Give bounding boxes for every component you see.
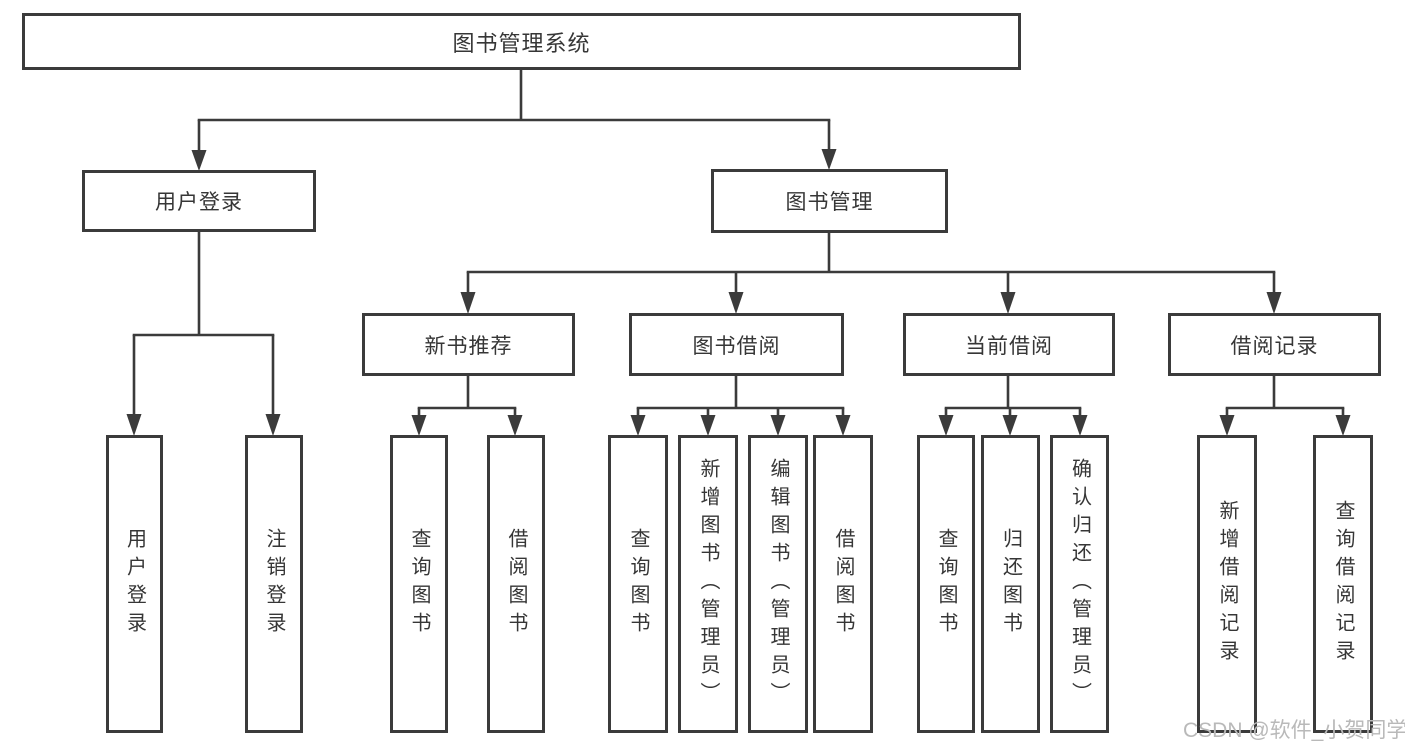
leaf-logout: 注销登录 [245, 435, 303, 733]
leaf-edit-books-admin: 编辑图书（管理员） [748, 435, 808, 733]
leaf-edit-books-admin-label: 编辑图书（管理员） [767, 458, 789, 710]
node-book-borrow-label: 图书借阅 [692, 334, 781, 358]
connector-new-book-rec-to-children [411, 376, 523, 436]
connector-book-mgmt-to-level3 [460, 233, 1282, 314]
node-root-label: 图书管理系统 [452, 30, 591, 56]
leaf-confirm-return-admin: 确认归还（管理员） [1050, 435, 1109, 733]
node-borrow-record-label: 借阅记录 [1230, 334, 1319, 358]
node-new-book-recommend-label: 新书推荐 [424, 334, 513, 358]
leaf-add-borrow-record-label: 新增借阅记录 [1216, 500, 1238, 668]
leaf-rec-query-books: 查询图书 [390, 435, 448, 733]
connector-borrow-record-to-children [1219, 376, 1351, 436]
leaf-rec-borrow-books: 借阅图书 [487, 435, 545, 733]
leaf-user-login: 用户登录 [106, 435, 163, 733]
leaf-add-borrow-record: 新增借阅记录 [1197, 435, 1257, 733]
leaf-return-books-label: 归还图书 [999, 528, 1022, 640]
node-user-login: 用户登录 [82, 170, 316, 232]
leaf-borrow-query-books-label: 查询图书 [627, 528, 649, 640]
leaf-rec-query-books-label: 查询图书 [408, 528, 430, 640]
node-new-book-recommend: 新书推荐 [362, 313, 575, 376]
leaf-current-query-books-label: 查询图书 [935, 528, 957, 640]
node-borrow-record: 借阅记录 [1168, 313, 1381, 376]
connector-user-login-to-children [126, 231, 281, 436]
node-book-borrow: 图书借阅 [629, 313, 844, 376]
leaf-borrow-books: 借阅图书 [813, 435, 873, 733]
leaf-confirm-return-admin-label: 确认归还（管理员） [1068, 458, 1091, 710]
leaf-add-books-admin: 新增图书（管理员） [678, 435, 738, 733]
leaf-query-borrow-record-label: 查询借阅记录 [1332, 500, 1354, 668]
node-user-login-label: 用户登录 [155, 191, 243, 214]
leaf-rec-borrow-books-label: 借阅图书 [505, 528, 527, 640]
connector-root-to-level2 [191, 68, 837, 171]
leaf-borrow-books-label: 借阅图书 [832, 528, 854, 640]
leaf-user-login-label: 用户登录 [123, 528, 146, 640]
node-current-borrow-label: 当前借阅 [965, 334, 1053, 358]
watermark: CSDN @软件_小贺同学 [1183, 719, 1405, 742]
node-book-mgmt: 图书管理 [711, 169, 948, 233]
node-current-borrow: 当前借阅 [903, 313, 1115, 376]
connector-book-borrow-to-children [630, 376, 851, 436]
node-root: 图书管理系统 [22, 13, 1021, 70]
connector-current-borrow-to-children [938, 376, 1088, 436]
leaf-logout-label: 注销登录 [263, 528, 285, 640]
leaf-query-borrow-record: 查询借阅记录 [1313, 435, 1373, 733]
leaf-add-books-admin-label: 新增图书（管理员） [697, 458, 719, 710]
leaf-current-query-books: 查询图书 [917, 435, 975, 733]
leaf-return-books: 归还图书 [981, 435, 1040, 733]
leaf-borrow-query-books: 查询图书 [608, 435, 668, 733]
node-book-mgmt-label: 图书管理 [785, 191, 874, 214]
